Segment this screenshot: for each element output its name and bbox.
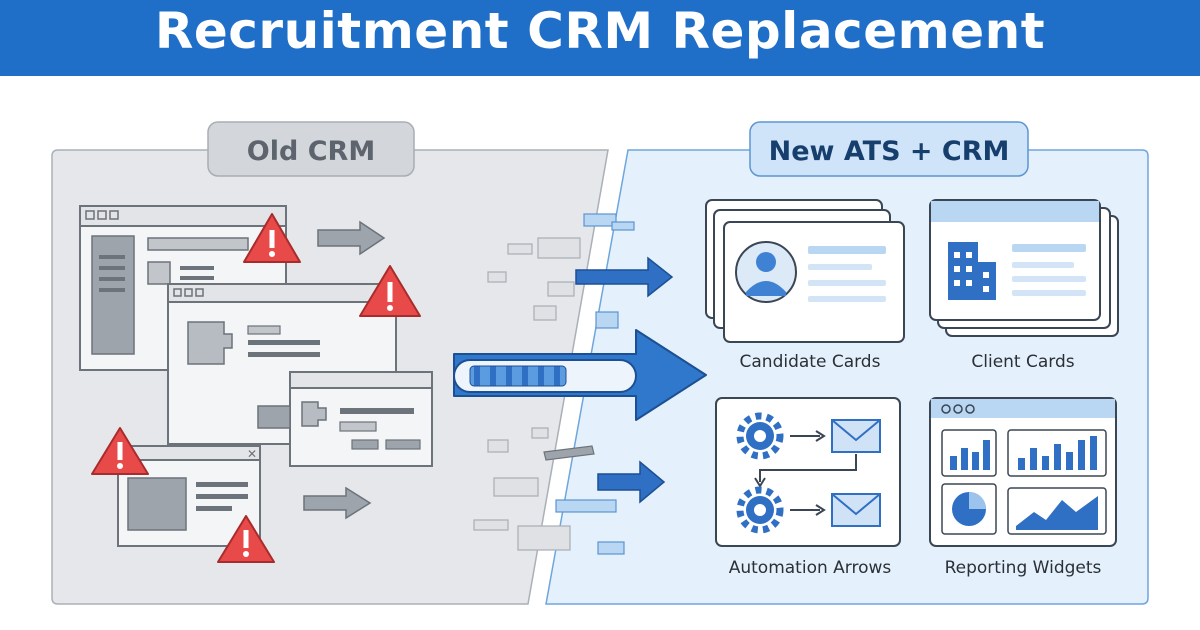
bar-chart-icon	[941, 429, 997, 477]
legacy-fragment	[543, 445, 595, 461]
svg-text:✕: ✕	[247, 447, 257, 461]
legacy-block	[257, 405, 291, 429]
legacy-window: ✕	[117, 445, 261, 547]
pie-chart-icon	[941, 483, 997, 535]
title-banner: Recruitment CRM Replacement	[0, 0, 1200, 76]
feature-label: Candidate Cards	[740, 352, 881, 372]
page-title: Recruitment CRM Replacement	[154, 2, 1046, 60]
arrow-right-icon	[303, 486, 372, 520]
new-crm-panel: New ATS + CRM Candidate Cards	[545, 121, 1149, 605]
gear-icon	[736, 486, 784, 534]
client-cards-feature: Client Cards	[929, 199, 1119, 372]
feature-label: Client Cards	[971, 352, 1074, 372]
migration-arrow	[453, 329, 707, 421]
line-chart-icon	[1007, 487, 1107, 535]
warning-icon	[359, 265, 421, 317]
legacy-window	[289, 371, 433, 467]
old-crm-label: Old CRM	[247, 136, 375, 167]
arrow-right-icon	[317, 220, 386, 256]
envelope-icon	[831, 493, 881, 527]
migration-diagram: Old CRM	[51, 121, 1149, 605]
warning-icon	[243, 213, 301, 263]
gear-icon	[736, 412, 784, 460]
envelope-icon	[831, 419, 881, 453]
automation-arrows-feature: Automation Arrows	[715, 397, 901, 578]
migration-progress-bar	[453, 359, 637, 393]
candidate-cards-feature: Candidate Cards	[705, 199, 905, 372]
candidate-card-icon	[723, 221, 905, 343]
new-crm-label: New ATS + CRM	[769, 136, 1010, 167]
migration-fragments	[473, 213, 635, 555]
warning-icon	[217, 515, 275, 563]
feature-label: Automation Arrows	[729, 558, 892, 578]
arrow-right-icon	[597, 460, 666, 504]
feature-label: Reporting Widgets	[945, 558, 1102, 578]
arrow-right-icon	[575, 256, 674, 298]
warning-icon	[91, 427, 149, 475]
building-icon	[948, 242, 996, 300]
bar-chart-icon	[1007, 429, 1107, 477]
reporting-widgets-feature: Reporting Widgets	[929, 397, 1117, 578]
old-crm-panel: Old CRM	[51, 121, 609, 605]
